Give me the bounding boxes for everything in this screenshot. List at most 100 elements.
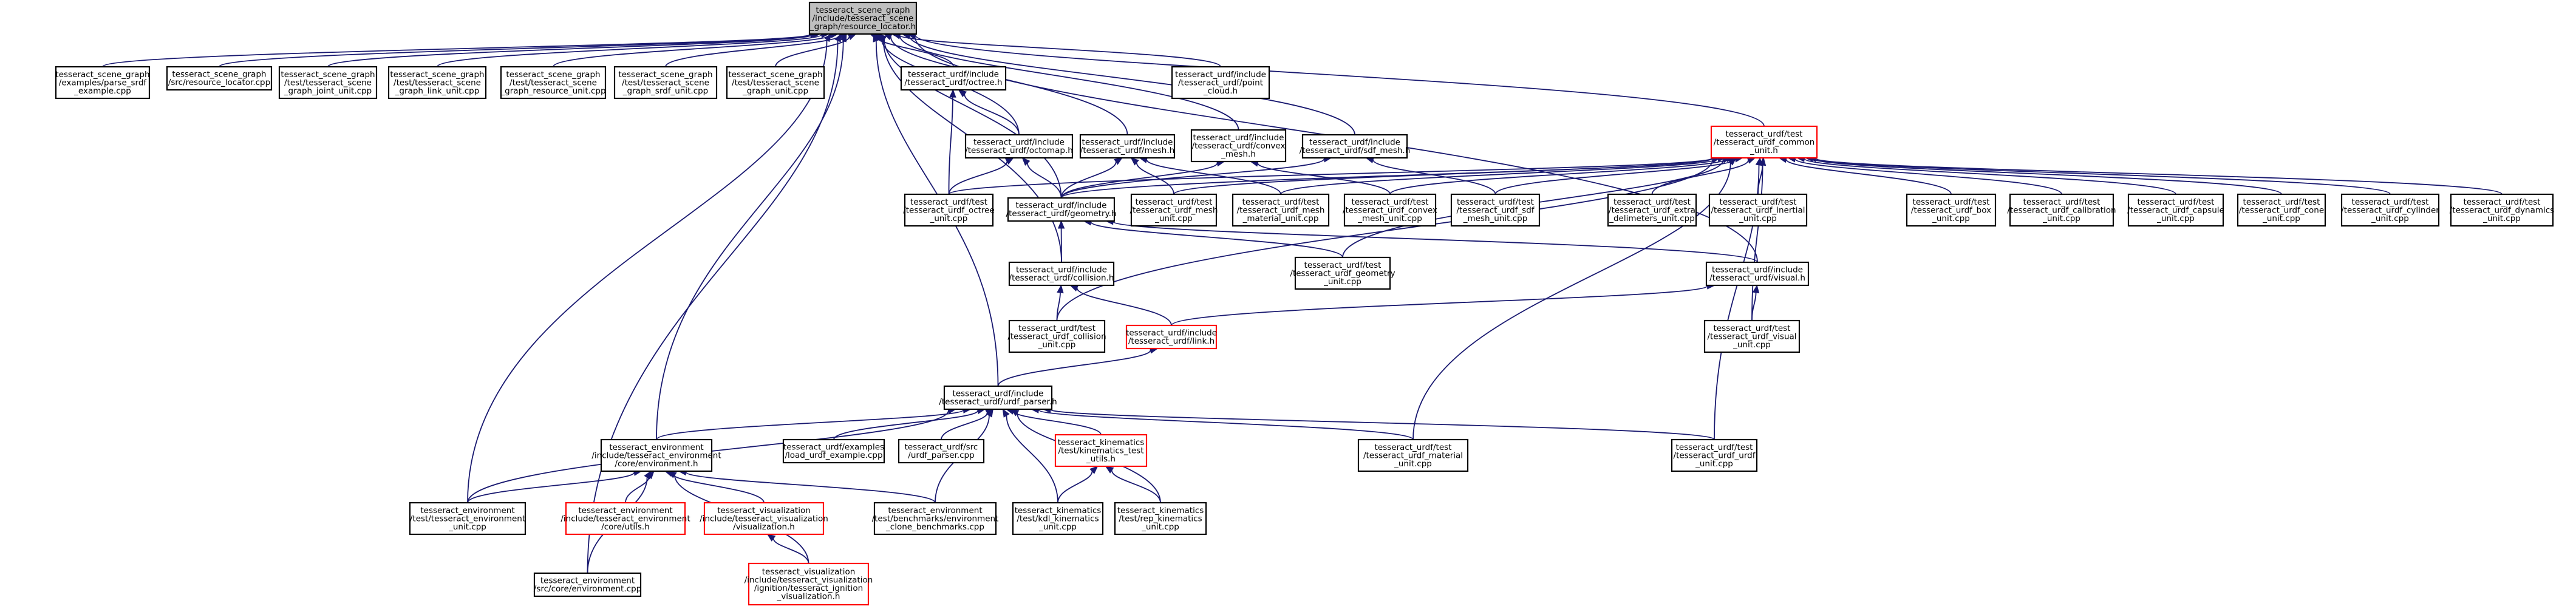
graph-node-env-h[interactable]: tesseract_environment/include/tesseract_… [591, 438, 721, 472]
node-label-line: tesseract_environment [540, 576, 635, 586]
graph-node-t-link[interactable]: tesseract_scene_graph/test/tesseract_sce… [387, 66, 487, 100]
node-box [726, 66, 825, 100]
node-box [1130, 193, 1218, 227]
graph-node-t-joint[interactable]: tesseract_scene_graph/test/tesseract_sce… [278, 66, 378, 100]
node-label-line: /tesseract_urdf_cone [2239, 205, 2324, 215]
dependency-edge [1807, 155, 2391, 195]
graph-node-env-cpp[interactable]: tesseract_environment/src/core/environme… [534, 572, 641, 597]
graph-node-coll-u[interactable]: tesseract_urdf/test/tesseract_urdf_colli… [1007, 319, 1106, 353]
graph-node-cmesh-h[interactable]: tesseract_urdf/include/tesseract_urdf/co… [1190, 129, 1287, 163]
node-label-line: tesseract_urdf/test [1720, 197, 1797, 207]
node-box [748, 562, 870, 606]
graph-node-pcloud-h[interactable]: tesseract_urdf/include/tesseract_urdf/po… [1171, 66, 1270, 100]
graph-node-env-u[interactable]: tesseract_environment/test/tesseract_env… [409, 502, 526, 536]
graph-node-octree-h[interactable]: tesseract_urdf/include/tesseract_urdf/oc… [900, 66, 1007, 91]
node-label-line: /test/rep_kinematics [1119, 514, 1202, 523]
node-label-line: /include/tesseract_environment [561, 514, 690, 523]
graph-node-link-h[interactable]: tesseract_urdf/include/tesseract_urdf/li… [1125, 324, 1218, 350]
node-label-line: _unit.cpp [1932, 214, 1970, 223]
dependency-edge [1056, 284, 1064, 321]
graph-node-t-sgu[interactable]: tesseract_scene_graph/test/tesseract_sce… [726, 66, 825, 100]
graph-node-meshmat-u[interactable]: tesseract_urdf/test/tesseract_urdf_mesh_… [1232, 193, 1330, 227]
node-box [782, 438, 885, 464]
graph-node-box-u[interactable]: tesseract_urdf/test/tesseract_urdf_box_u… [1906, 193, 1997, 227]
graph-node-common-h[interactable]: tesseract_urdf/test/tesseract_urdf_commo… [1710, 125, 1818, 159]
graph-node-ex-sg[interactable]: tesseract_scene_graph/examples/parse_srd… [55, 66, 151, 100]
graph-node-root[interactable]: tesseract_scene_graph/include/tesseract_… [808, 1, 918, 35]
graph-node-cone-u[interactable]: tesseract_urdf/test/tesseract_urdf_cone_… [2237, 193, 2326, 227]
graph-node-urdf-u[interactable]: tesseract_urdf/test/tesseract_urdf_urdf_… [1671, 438, 1758, 472]
dependency-edge [467, 33, 832, 503]
node-label-line: tesseract_scene_graph [281, 70, 375, 80]
node-label-line: /test/tesseract_scene [622, 78, 709, 87]
node-label-line: tesseract_scene_graph [172, 70, 266, 80]
node-label-line: _utils.h [1086, 454, 1116, 464]
node-box [613, 66, 718, 100]
node-label-line: /tesseract_urdf_mesh [1130, 205, 1218, 215]
graph-node-octomap-h[interactable]: tesseract_urdf/include/tesseract_urdf/oc… [964, 134, 1074, 159]
dependency-edge [1057, 220, 1065, 263]
node-label-line: tesseract_urdf/test [2138, 197, 2215, 207]
node-box [1125, 324, 1218, 350]
graph-node-inertial-u[interactable]: tesseract_urdf/test/tesseract_urdf_inert… [1708, 193, 1808, 227]
graph-node-parser-cpp[interactable]: tesseract_urdf/src/urdf_parser.cpp [898, 438, 985, 464]
graph-node-ign-h[interactable]: tesseract_visualization/include/tesserac… [745, 562, 873, 606]
graph-node-visual-h[interactable]: tesseract_urdf/include/tesseract_urdf/vi… [1705, 261, 1810, 287]
graph-node-load-ex[interactable]: tesseract_urdf/examples/load_urdf_exampl… [782, 438, 885, 464]
node-label-line: /test/kinematics_test [1058, 446, 1143, 455]
node-label-line: /tesseract_urdf_inertial [1711, 205, 1805, 215]
node-label-line: tesseract_urdf/test [1913, 197, 1990, 207]
graph-node-geom-h[interactable]: tesseract_urdf/include/tesseract_urdf/ge… [1006, 197, 1117, 222]
graph-node-t-res[interactable]: tesseract_scene_graph/test/tesseract_sce… [500, 66, 607, 100]
edge-layer [102, 30, 2503, 574]
node-label-line: _visualization.h [777, 592, 840, 602]
node-label-line: _mesh.h [1221, 149, 1256, 159]
graph-node-kin-utils[interactable]: tesseract_kinematics/test/kinematics_tes… [1054, 434, 1148, 468]
graph-node-mesh-h[interactable]: tesseract_urdf/include/tesseract_urdf/me… [1079, 134, 1176, 159]
node-label-line: /tesseract_urdf_common [1714, 137, 1815, 147]
graph-node-coll-h[interactable]: tesseract_urdf/include/tesseract_urdf/co… [1008, 261, 1115, 287]
graph-node-env-utils[interactable]: tesseract_environment/include/tesseract_… [561, 502, 690, 536]
graph-node-cmesh-u[interactable]: tesseract_urdf/test/tesseract_urdf_conve… [1343, 193, 1437, 227]
node-label-line: tesseract_scene_graph [816, 5, 910, 15]
graph-node-extra-u[interactable]: tesseract_urdf/test/tesseract_urdf_extra… [1607, 193, 1697, 227]
dependency-edge [766, 534, 809, 564]
dependency-edge [1280, 155, 1726, 195]
dependency-edge [656, 33, 847, 440]
node-label-line: _mesh_unit.cpp [1463, 214, 1528, 223]
node-box [1007, 197, 1116, 222]
node-label-line: tesseract_urdf/test [1613, 197, 1691, 207]
graph-node-geom-u[interactable]: tesseract_urdf/test/tesseract_urdf_geome… [1290, 256, 1395, 290]
graph-node-material-u[interactable]: tesseract_urdf/test/tesseract_urdf_mater… [1357, 438, 1469, 472]
graph-node-cyl-u[interactable]: tesseract_urdf/test/tesseract_urdf_cylin… [2340, 193, 2439, 227]
graph-node-t-srdf[interactable]: tesseract_scene_graph/test/tesseract_sce… [613, 66, 718, 100]
node-label-line: tesseract_urdf/include [1016, 201, 1107, 211]
graph-node-vis-h[interactable]: tesseract_visualization/include/tesserac… [700, 502, 828, 536]
graph-node-mesh-u[interactable]: tesseract_urdf/test/tesseract_urdf_mesh_… [1130, 193, 1218, 227]
node-label-line: tesseract_urdf/test [1375, 443, 1452, 452]
node-layer: tesseract_scene_graph/include/tesseract_… [55, 1, 2555, 606]
graph-node-parser-h[interactable]: tesseract_urdf/include/tesseract_urdf/ur… [939, 385, 1057, 410]
graph-node-kin-kdl[interactable]: tesseract_kinematics/test/kdl_kinematics… [1012, 502, 1104, 536]
graph-node-kin-rep[interactable]: tesseract_kinematics/test/rep_kinematics… [1114, 502, 1207, 536]
node-box [1343, 193, 1437, 227]
graph-node-src-rl[interactable]: tesseract_scene_graph/src/resource_locat… [166, 66, 273, 91]
graph-node-calib-u[interactable]: tesseract_urdf/test/tesseract_urdf_calib… [2007, 193, 2116, 227]
graph-node-sdf-u[interactable]: tesseract_urdf/test/tesseract_urdf_sdf_m… [1450, 193, 1541, 227]
node-label-line: /tesseract_urdf/octree.h [904, 78, 1002, 87]
graph-node-dyn-u[interactable]: tesseract_urdf/test/tesseract_urdf_dynam… [2450, 193, 2555, 227]
node-label-line: /tesseract_urdf_geometry [1290, 268, 1395, 278]
graph-node-capsule-u[interactable]: tesseract_urdf/test/tesseract_urdf_capsu… [2127, 193, 2224, 227]
node-label-line: tesseract_urdf/include [973, 138, 1065, 148]
node-label-line: tesseract_urdf/src [905, 443, 978, 452]
graph-node-visual-u[interactable]: tesseract_urdf/test/tesseract_urdf_visua… [1703, 319, 1801, 353]
node-box [387, 66, 487, 100]
graph-node-sdfmesh-h[interactable]: tesseract_urdf/include/tesseract_urdf/sd… [1300, 134, 1411, 159]
graph-node-clone-bm[interactable]: tesseract_environment/test/benchmarks/en… [872, 502, 999, 536]
node-box [55, 66, 151, 100]
node-label-line: /tesseract_urdf_convex [1343, 205, 1437, 215]
node-label-line: _unit.cpp [1733, 340, 1771, 350]
dependency-edge [1807, 154, 2503, 195]
graph-node-octree-u[interactable]: tesseract_urdf/test/tesseract_urdf_octre… [903, 193, 995, 227]
node-label-line: /visualization.h [733, 522, 795, 532]
